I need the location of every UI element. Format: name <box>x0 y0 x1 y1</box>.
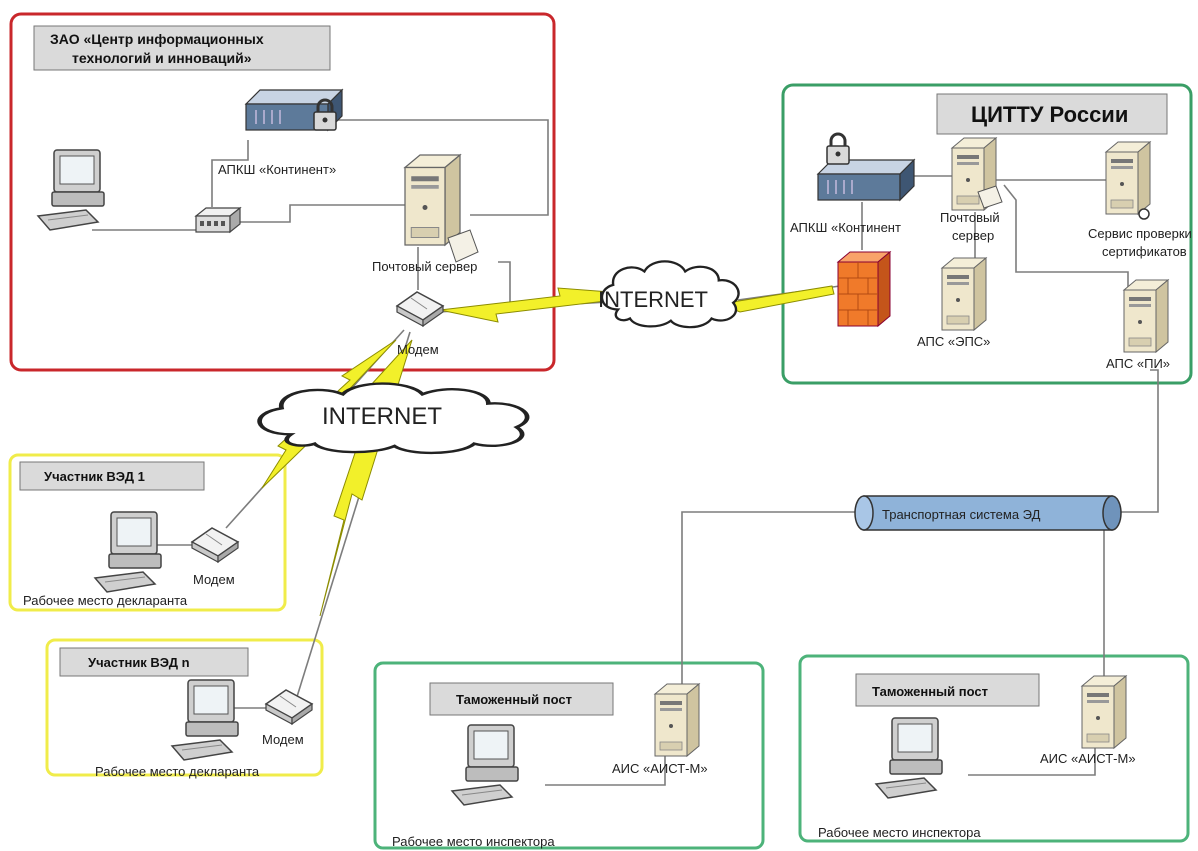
zao-title-line1: ЗАО «Центр информационных <box>50 31 264 47</box>
server-icon <box>1105 141 1151 215</box>
participant-n-title: Участник ВЭД n <box>88 655 190 670</box>
mail-document-icon <box>447 229 479 263</box>
post-right-title-box <box>855 673 1040 707</box>
computer-icon <box>875 717 943 799</box>
transport-label: Транспортная система ЭД <box>882 507 1041 522</box>
computer-icon <box>451 724 519 806</box>
cittu-border <box>781 83 1193 385</box>
crypto-gateway-icon <box>817 159 915 201</box>
zao-border <box>9 12 556 372</box>
participant-n-workstation-label: Рабочее место декларанта <box>95 764 260 779</box>
post-left-title-box <box>429 682 614 716</box>
server-icon <box>1123 279 1169 353</box>
server-icon <box>941 257 987 331</box>
post-right-ais-label: АИС «АИСТ-М» <box>1040 751 1136 766</box>
computer-icon <box>37 149 105 231</box>
cittu-mail-server-line1: Почтовый <box>940 210 1000 225</box>
participant-n-title-box <box>59 647 249 677</box>
modem-icon <box>191 527 239 563</box>
participant1-title-box <box>19 461 205 491</box>
post-left-border <box>373 661 765 850</box>
post-left-title: Таможенный пост <box>456 692 572 707</box>
mail-document-icon <box>977 185 1003 209</box>
transport-bus-icon <box>854 495 1122 531</box>
participant1-title: Участник ВЭД 1 <box>44 469 145 484</box>
computer-icon <box>94 511 162 593</box>
zao-title-line2: технологий и инноваций» <box>72 50 252 66</box>
computer-icon <box>171 679 239 761</box>
post-left-ais-label: АИС «АИСТ-М» <box>612 761 708 776</box>
modem-icon <box>265 689 313 725</box>
cittu-links <box>681 175 1159 688</box>
server-icon <box>404 154 461 246</box>
internet-top-label: INTERNET <box>598 287 708 312</box>
switch-icon <box>194 206 242 234</box>
zao-apksh-label: АПКШ «Континент» <box>218 162 336 177</box>
post-links <box>545 742 1096 786</box>
participant1-workstation-label: Рабочее место декларанта <box>23 593 188 608</box>
cittu-mail-server-line2: сервер <box>952 228 994 243</box>
cittu-aps-eps-label: АПС «ЭПС» <box>917 334 990 349</box>
server-icon <box>1081 675 1127 749</box>
post-right-workstation-label: Рабочее место инспектора <box>818 825 981 840</box>
cittu-title: ЦИТТУ России <box>971 102 1128 127</box>
firewall-icon <box>836 250 892 328</box>
zao-title-box <box>33 25 331 71</box>
internet-left-label: INTERNET <box>322 403 442 430</box>
cittu-cert-service-line2: сертификатов <box>1102 244 1187 259</box>
participant-n-border <box>45 638 324 777</box>
lock-icon <box>825 132 851 166</box>
cittu-cert-service-line1: Сервис проверки <box>1088 226 1192 241</box>
cittu-aps-pi-label: АПС «ПИ» <box>1106 356 1170 371</box>
zao-links <box>92 119 549 311</box>
post-right-border <box>798 654 1190 843</box>
post-right-title: Таможенный пост <box>872 684 988 699</box>
internet-links <box>225 285 841 701</box>
key-icon <box>1138 208 1150 220</box>
cittu-title-box <box>936 93 1168 135</box>
participant1-border <box>8 453 287 612</box>
cittu-apksh-label: АПКШ «Континент <box>790 220 901 235</box>
zao-modem-label: Модем <box>397 342 439 357</box>
modem-icon <box>396 291 444 327</box>
participant-n-modem-label: Модем <box>262 732 304 747</box>
zao-mail-server-label: Почтовый сервер <box>372 259 477 274</box>
server-icon <box>654 683 700 757</box>
participant1-modem-label: Модем <box>193 572 235 587</box>
post-left-workstation-label: Рабочее место инспектора <box>392 834 555 849</box>
